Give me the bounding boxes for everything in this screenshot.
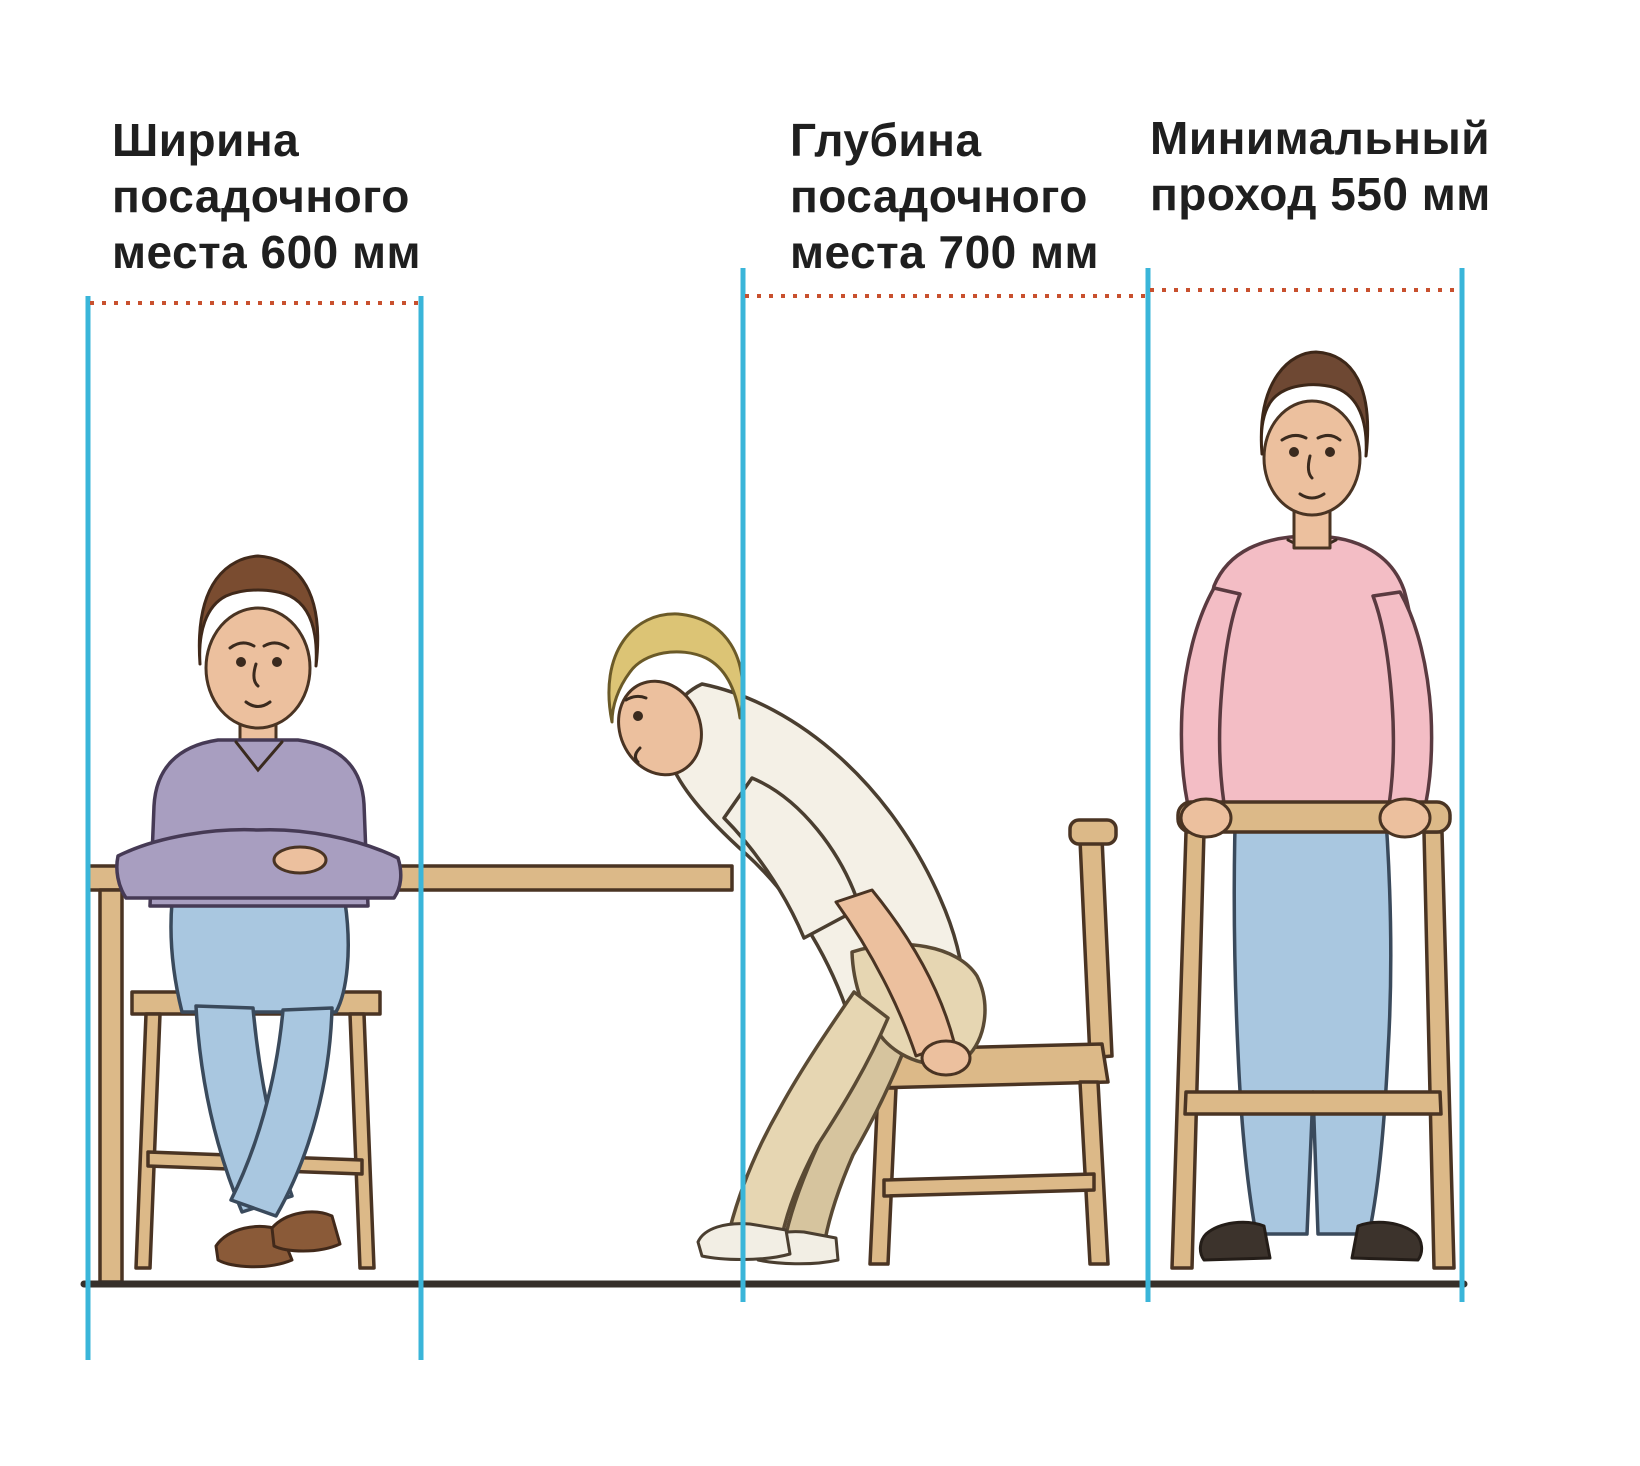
scene-standing-behind-chair <box>1170 350 1456 1270</box>
bending-person-face-features <box>624 694 648 764</box>
dimension-label-seat-width: Ширина посадочного места 600 мм <box>112 112 421 280</box>
standing-person-sweater <box>1201 534 1419 812</box>
standing-person-right-hand <box>1378 797 1432 839</box>
label-line: Минимальный <box>1150 112 1491 164</box>
label-line: посадочного <box>112 170 410 222</box>
label-line: Ширина <box>112 114 300 166</box>
seated-person-legs <box>169 900 350 1269</box>
label-line: проход 550 мм <box>1150 168 1491 220</box>
label-line: посадочного <box>790 170 1088 222</box>
label-line: места 700 мм <box>790 226 1100 278</box>
seated-person-face <box>204 606 312 730</box>
scene-pulling-chair <box>607 612 1118 1266</box>
dimension-guide-lines <box>85 268 1465 1360</box>
bending-person-hand <box>920 1039 972 1077</box>
seated-person-shoe <box>270 1210 342 1253</box>
dimension-dotted-lines <box>90 288 1460 305</box>
label-line: места 600 мм <box>112 226 422 278</box>
dimension-label-seat-depth: Глубина посадочного места 700 мм <box>790 112 1099 280</box>
bending-person-hair <box>607 612 745 724</box>
scene-seated-at-table <box>86 554 734 1284</box>
seated-person-arms <box>115 827 403 900</box>
seated-person-hand <box>272 845 328 875</box>
seated-person-hair <box>197 554 320 668</box>
standing-person-left-shoe <box>1198 1220 1272 1262</box>
dimension-label-min-passage: Минимальный проход 550 мм <box>1150 110 1491 222</box>
bending-person-face <box>617 679 703 777</box>
standing-person-left-hand <box>1179 797 1233 839</box>
chair2-illustration <box>864 818 1118 1266</box>
seated-person-face-features <box>228 641 290 708</box>
standing-person-face-features <box>1280 433 1342 500</box>
standing-person-hair <box>1259 350 1370 458</box>
label-line: Глубина <box>790 114 982 166</box>
standing-person-right-shoe <box>1350 1220 1424 1262</box>
standing-person-face <box>1262 399 1362 517</box>
standing-person-jeans <box>1232 790 1393 1236</box>
bending-person-sleeve <box>722 776 862 940</box>
